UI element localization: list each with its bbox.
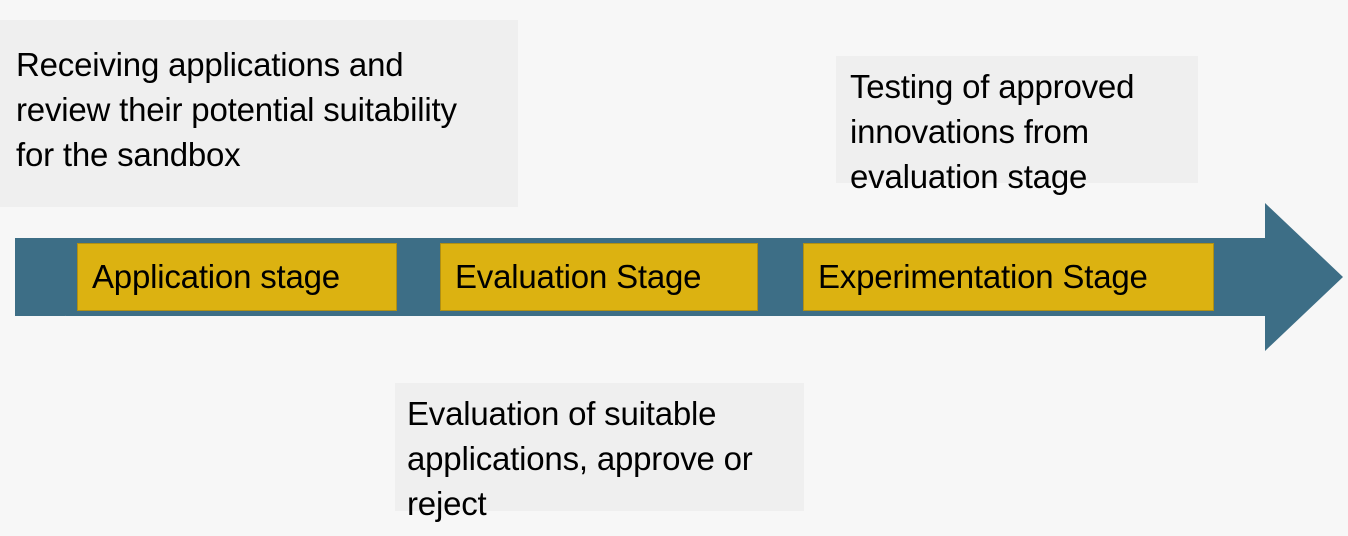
stage-experimentation-label: Experimentation Stage xyxy=(818,258,1148,295)
callout-application: Receiving applications and review their … xyxy=(0,20,518,207)
stage-evaluation[interactable]: Evaluation Stage xyxy=(440,243,758,311)
stage-experimentation[interactable]: Experimentation Stage xyxy=(803,243,1214,311)
stage-application[interactable]: Application stage xyxy=(77,243,397,311)
callout-evaluation: Evaluation of suitable applications, app… xyxy=(395,383,804,522)
callout-experimentation: Testing of approved innovations from eva… xyxy=(836,56,1198,195)
stage-evaluation-label: Evaluation Stage xyxy=(455,258,702,295)
stage-application-label: Application stage xyxy=(92,258,340,295)
